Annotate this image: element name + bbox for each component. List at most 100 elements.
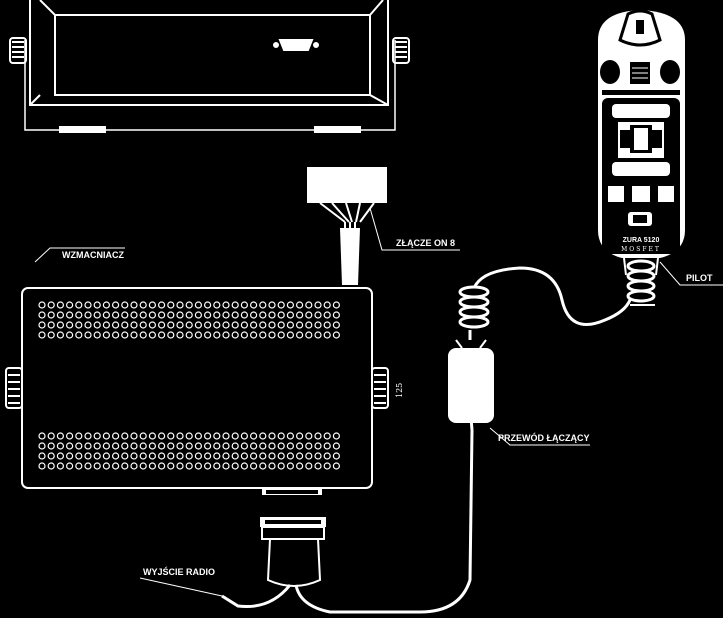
vent-hole (38, 321, 46, 329)
vent-hole (93, 311, 101, 319)
vent-hole (47, 432, 55, 440)
vent-hole (185, 432, 193, 440)
vent-hole (240, 432, 248, 440)
vent-hole (194, 452, 202, 460)
vent-hole (93, 432, 101, 440)
vent-hole (176, 462, 184, 470)
vent-hole (204, 301, 212, 309)
vent-hole (296, 442, 304, 450)
vent-hole (121, 321, 129, 329)
vent-hole (130, 462, 138, 470)
vent-hole (167, 452, 175, 460)
vent-hole (323, 331, 331, 339)
vent-hole (194, 331, 202, 339)
vent-hole (277, 442, 285, 450)
vent-hole (65, 331, 74, 339)
vent-hole (286, 331, 294, 339)
vent-hole (111, 432, 120, 440)
vent-hole (231, 462, 239, 470)
vent-hole (167, 442, 175, 450)
vent-hole (277, 452, 285, 460)
vent-hole (259, 452, 267, 460)
vent-hole (176, 321, 184, 329)
vent-hole (65, 442, 74, 450)
vent-hole (231, 321, 239, 329)
vent-hole (158, 321, 166, 329)
vent-hole (38, 452, 46, 460)
vent-hole (250, 301, 258, 309)
vent-hole (231, 301, 239, 309)
radio-output-plug (139, 429, 474, 614)
vent-hole (47, 311, 55, 319)
vent-hole (56, 331, 65, 339)
vent-hole (75, 442, 83, 450)
vent-hole (56, 442, 65, 450)
vent-hole (305, 311, 313, 319)
vent-hole (75, 311, 83, 319)
vent-hole (102, 452, 111, 460)
vent-hole (222, 331, 230, 339)
vent-hole (65, 311, 74, 319)
vent-holes-bottom (38, 432, 340, 470)
vent-hole (65, 301, 74, 309)
vent-hole (296, 311, 304, 319)
vent-hole (47, 331, 55, 339)
vent-hole (47, 442, 55, 450)
vent-hole (286, 462, 294, 470)
amplifier (5, 247, 389, 495)
vent-hole (259, 331, 267, 339)
vent-hole (167, 462, 175, 470)
vent-hole (305, 432, 313, 440)
vent-hole (38, 311, 46, 319)
vent-hole (213, 462, 221, 470)
vent-hole (323, 442, 331, 450)
vent-hole (231, 331, 239, 339)
vent-hole (111, 311, 120, 319)
vent-hole (84, 442, 92, 450)
vent-hole (148, 452, 156, 460)
vent-hole (56, 311, 65, 319)
vent-hole (314, 452, 322, 460)
vent-hole (111, 442, 120, 450)
vent-hole (84, 432, 92, 440)
vent-hole (84, 301, 92, 309)
vent-hole (93, 301, 101, 309)
vent-hole (305, 442, 313, 450)
vent-hole (194, 462, 202, 470)
vent-hole (250, 442, 258, 450)
vent-hole (240, 321, 248, 329)
vent-hole (93, 452, 101, 460)
vent-hole (250, 311, 258, 319)
vent-hole (332, 331, 340, 339)
vent-hole (240, 442, 248, 450)
vent-hole (231, 452, 239, 460)
vent-hole (296, 432, 304, 440)
vent-hole (296, 462, 304, 470)
label-side-mark: 125 (395, 383, 404, 398)
vent-hole (185, 462, 193, 470)
vent-hole (167, 432, 175, 440)
vent-hole (75, 331, 83, 339)
vent-hole (204, 331, 212, 339)
vent-hole (194, 442, 202, 450)
vent-hole (259, 321, 267, 329)
vent-hole (139, 331, 147, 339)
vent-hole (185, 442, 193, 450)
vent-hole (130, 432, 138, 440)
vent-hole (65, 432, 74, 440)
vent-hole (121, 301, 129, 309)
vent-hole (240, 311, 248, 319)
vent-hole (102, 311, 111, 319)
vent-hole (102, 462, 111, 470)
vent-hole (332, 301, 340, 309)
vent-hole (222, 321, 230, 329)
vent-hole (75, 321, 83, 329)
vent-hole (102, 432, 111, 440)
vent-hole (194, 311, 202, 319)
vent-hole (231, 432, 239, 440)
vent-hole (130, 331, 138, 339)
vent-holes-top (38, 301, 340, 339)
vent-hole (176, 452, 184, 460)
vent-hole (222, 301, 230, 309)
